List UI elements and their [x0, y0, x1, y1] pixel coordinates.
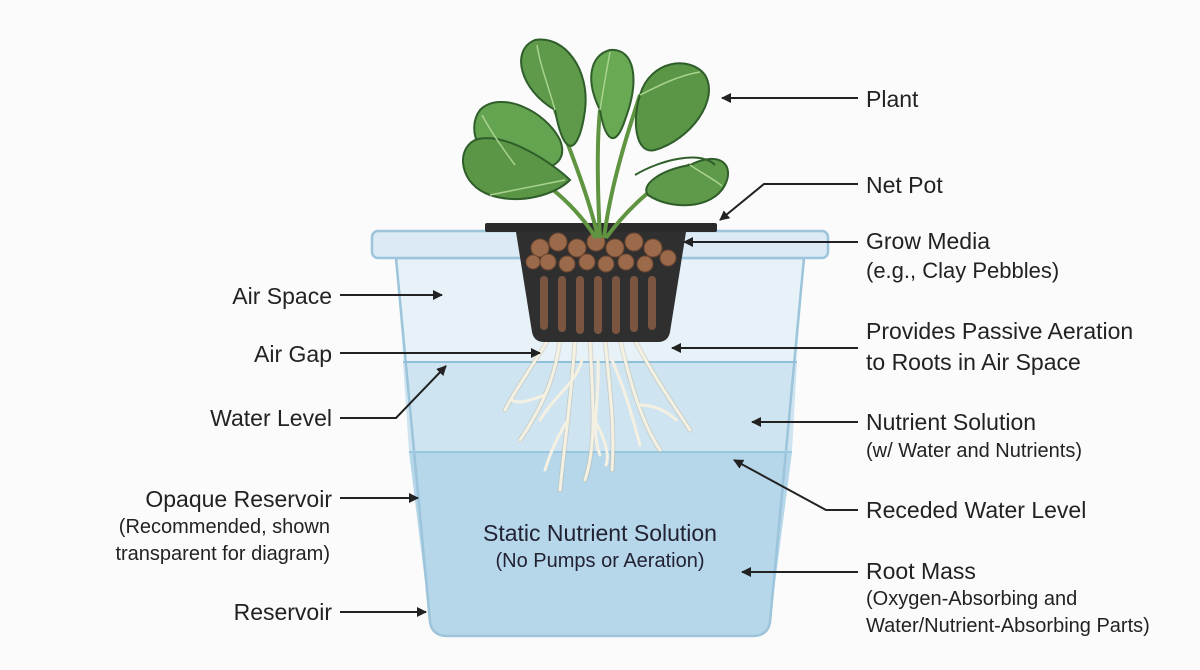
label-passive-aeration-2: to Roots in Air Space — [866, 349, 1081, 375]
label-nutrient-solution: Nutrient Solution — [866, 409, 1037, 435]
arrow-receded-water — [733, 459, 858, 511]
label-water-level: Water Level — [210, 405, 332, 431]
label-opaque-reservoir: Opaque Reservoir — [145, 486, 332, 512]
label-net-pot: Net Pot — [866, 172, 943, 198]
label-opaque-reservoir-sub-1: (Recommended, shown — [118, 516, 330, 538]
arrow-water-level — [340, 365, 447, 419]
label-static-nutrient-solution: Static Nutrient Solution — [483, 520, 717, 546]
label-static-nutrient-solution-sub: (No Pumps or Aeration) — [495, 550, 705, 572]
label-passive-aeration-1: Provides Passive Aeration — [866, 318, 1134, 344]
reservoir-body — [394, 256, 806, 638]
callout-arrows — [340, 93, 858, 617]
label-plant: Plant — [866, 86, 919, 112]
label-root-mass: Root Mass — [866, 558, 976, 584]
label-opaque-reservoir-sub-2: transparent for diagram) — [115, 543, 330, 565]
label-air-space: Air Space — [232, 283, 332, 309]
label-root-mass-sub-2: Water/Nutrient-Absorbing Parts) — [866, 615, 1150, 637]
plant — [462, 38, 730, 240]
label-nutrient-solution-sub: (w/ Water and Nutrients) — [866, 440, 1082, 462]
net-pot — [485, 223, 717, 342]
label-root-mass-sub-1: (Oxygen-Absorbing and — [866, 588, 1078, 610]
label-grow-media-sub: (e.g., Clay Pebbles) — [866, 258, 1060, 283]
label-reservoir: Reservoir — [233, 599, 332, 625]
root-mass — [502, 337, 693, 493]
label-air-gap: Air Gap — [254, 341, 332, 367]
label-receded-water-level: Receded Water Level — [866, 497, 1087, 523]
arrow-net-pot — [719, 183, 858, 221]
label-grow-media: Grow Media — [866, 228, 990, 254]
